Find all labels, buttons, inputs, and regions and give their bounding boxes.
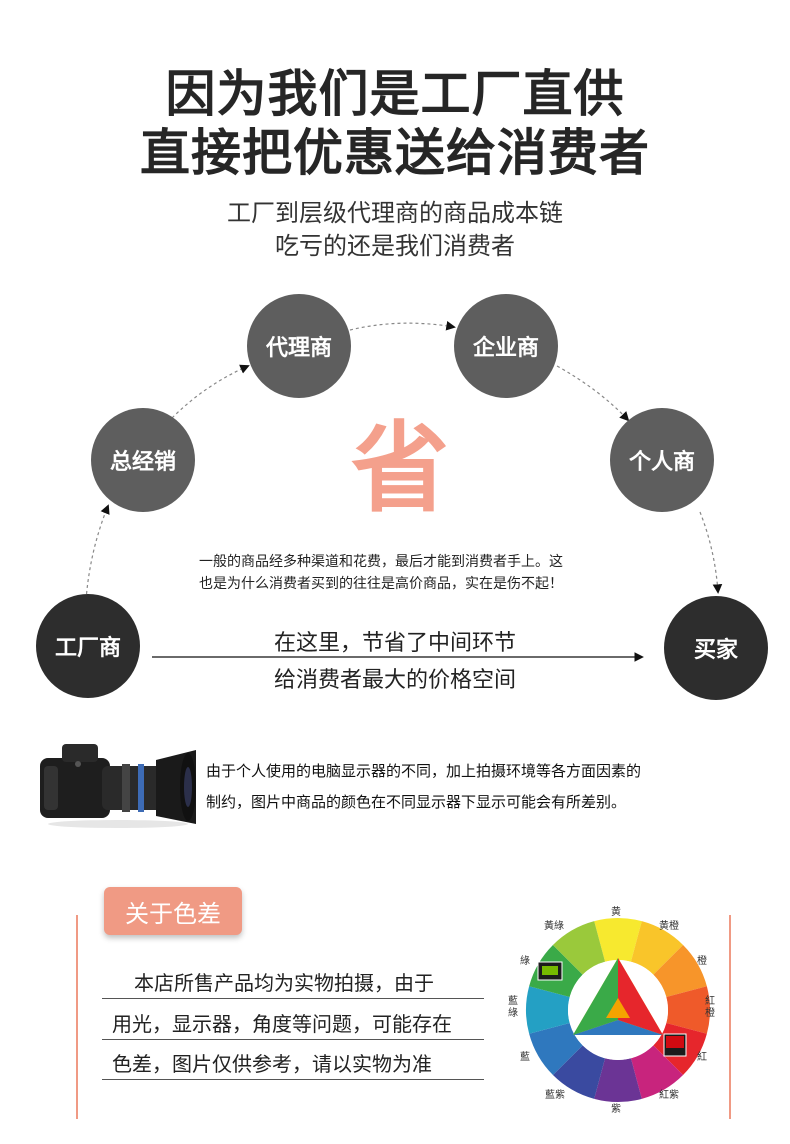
node-buyer: 买家 (664, 596, 768, 700)
direct-text-line-1: 在这里，节省了中间环节 (273, 631, 516, 656)
color-diff-line-2: 用光，显示器，角度等问题，可能存在 (112, 1012, 452, 1036)
arrow-enterprise-to-individual (556, 365, 630, 422)
node-enterprise-label: 企业商 (472, 336, 539, 361)
section-divider-left (76, 915, 78, 1119)
rule-1 (102, 998, 484, 999)
node-factory-label: 工厂商 (54, 636, 121, 661)
wheel-segment (552, 921, 606, 975)
node-distributor-label: 总经销 (109, 450, 176, 475)
wheel-triangle-blue (573, 1020, 663, 1035)
color-diff-line-1: 本店所售产品均为实物拍摄，由于 (134, 971, 434, 995)
wheel-segment (529, 1022, 583, 1076)
wheel-label-purple: 紫 (611, 1104, 621, 1115)
node-enterprise: 企业商 (454, 294, 558, 398)
arrow-individual-to-buyer (699, 511, 723, 594)
wheel-label-blue: 藍 (520, 1052, 530, 1063)
node-buyer-label: 买家 (693, 638, 738, 663)
wheel-label-orange: 橙 (697, 956, 707, 967)
node-distributor: 总经销 (91, 408, 195, 512)
wheel-label-blue-purple: 藍紫 (545, 1090, 565, 1101)
color-diff-line-3: 色差，图片仅供参考，请以实物为准 (112, 1052, 432, 1076)
subheading-line-2: 吃亏的还是我们消费者 (275, 232, 515, 260)
wheel-segment (594, 1058, 642, 1102)
wheel-label-red: 紅 (697, 1052, 707, 1063)
node-agent: 代理商 (247, 294, 351, 398)
arrow-factory-to-distributor (85, 504, 110, 601)
wheel-label-red-orange: 紅橙 (705, 996, 715, 1019)
arrow-agent-to-enterprise (349, 321, 456, 331)
save-character: 省 (350, 412, 449, 526)
flow-note-line-1: 一般的商品经多种渠道和花费，最后才能到消费者手上。这 (199, 554, 563, 570)
color-wheel (526, 918, 710, 1102)
wheel-label-green: 綠 (520, 956, 530, 967)
color-diff-badge: 关于色差 (104, 887, 242, 935)
wheel-label-yellow-green: 黃綠 (544, 921, 564, 932)
wheel-segment (552, 1045, 606, 1099)
rule-3 (102, 1079, 484, 1080)
wheel-triangle-red (618, 958, 663, 1035)
camera-note-line-1: 由于个人使用的电脑显示器的不同，加上拍摄环境等各方面因素的 (206, 762, 642, 780)
arrow-distributor-to-agent (171, 364, 250, 419)
wheel-segment (630, 1045, 684, 1099)
wheel-segment (594, 918, 642, 962)
node-factory: 工厂商 (36, 594, 140, 698)
wheel-label-yellow: 黄 (611, 907, 621, 918)
node-agent-label: 代理商 (265, 336, 332, 361)
wheel-segment (653, 944, 707, 998)
wheel-label-red-purple: 紅紫 (659, 1090, 679, 1101)
wheel-label-blue-green: 藍綠 (508, 996, 518, 1019)
wheel-segment (526, 986, 570, 1034)
camera-note-line-2: 制约，图片中商品的颜色在不同显示器下显示可能会有所差别。 (206, 793, 627, 811)
flow-note-line-2: 也是为什么消费者买到的往往是高价商品，实在是伤不起！ (199, 576, 563, 592)
camera-image (40, 744, 196, 828)
flow-connectors (85, 321, 723, 662)
wheel-label-yellow-orange: 黄橙 (659, 921, 679, 932)
rule-2 (102, 1039, 484, 1040)
wheel-segment (630, 921, 684, 975)
headline-line-1: 因为我们是工厂直供 (165, 65, 625, 123)
direct-text-line-2: 给消费者最大的价格空间 (273, 668, 516, 693)
section-divider-right (729, 915, 731, 1119)
subheading-line-1: 工厂到层级代理商的商品成本链 (227, 199, 563, 227)
headline-line-2: 直接把优惠送给消费者 (140, 124, 650, 182)
node-individual-label: 个人商 (628, 450, 695, 475)
wheel-triangle-green (573, 958, 618, 1035)
wheel-segment (666, 986, 710, 1034)
node-individual: 个人商 (610, 408, 714, 512)
